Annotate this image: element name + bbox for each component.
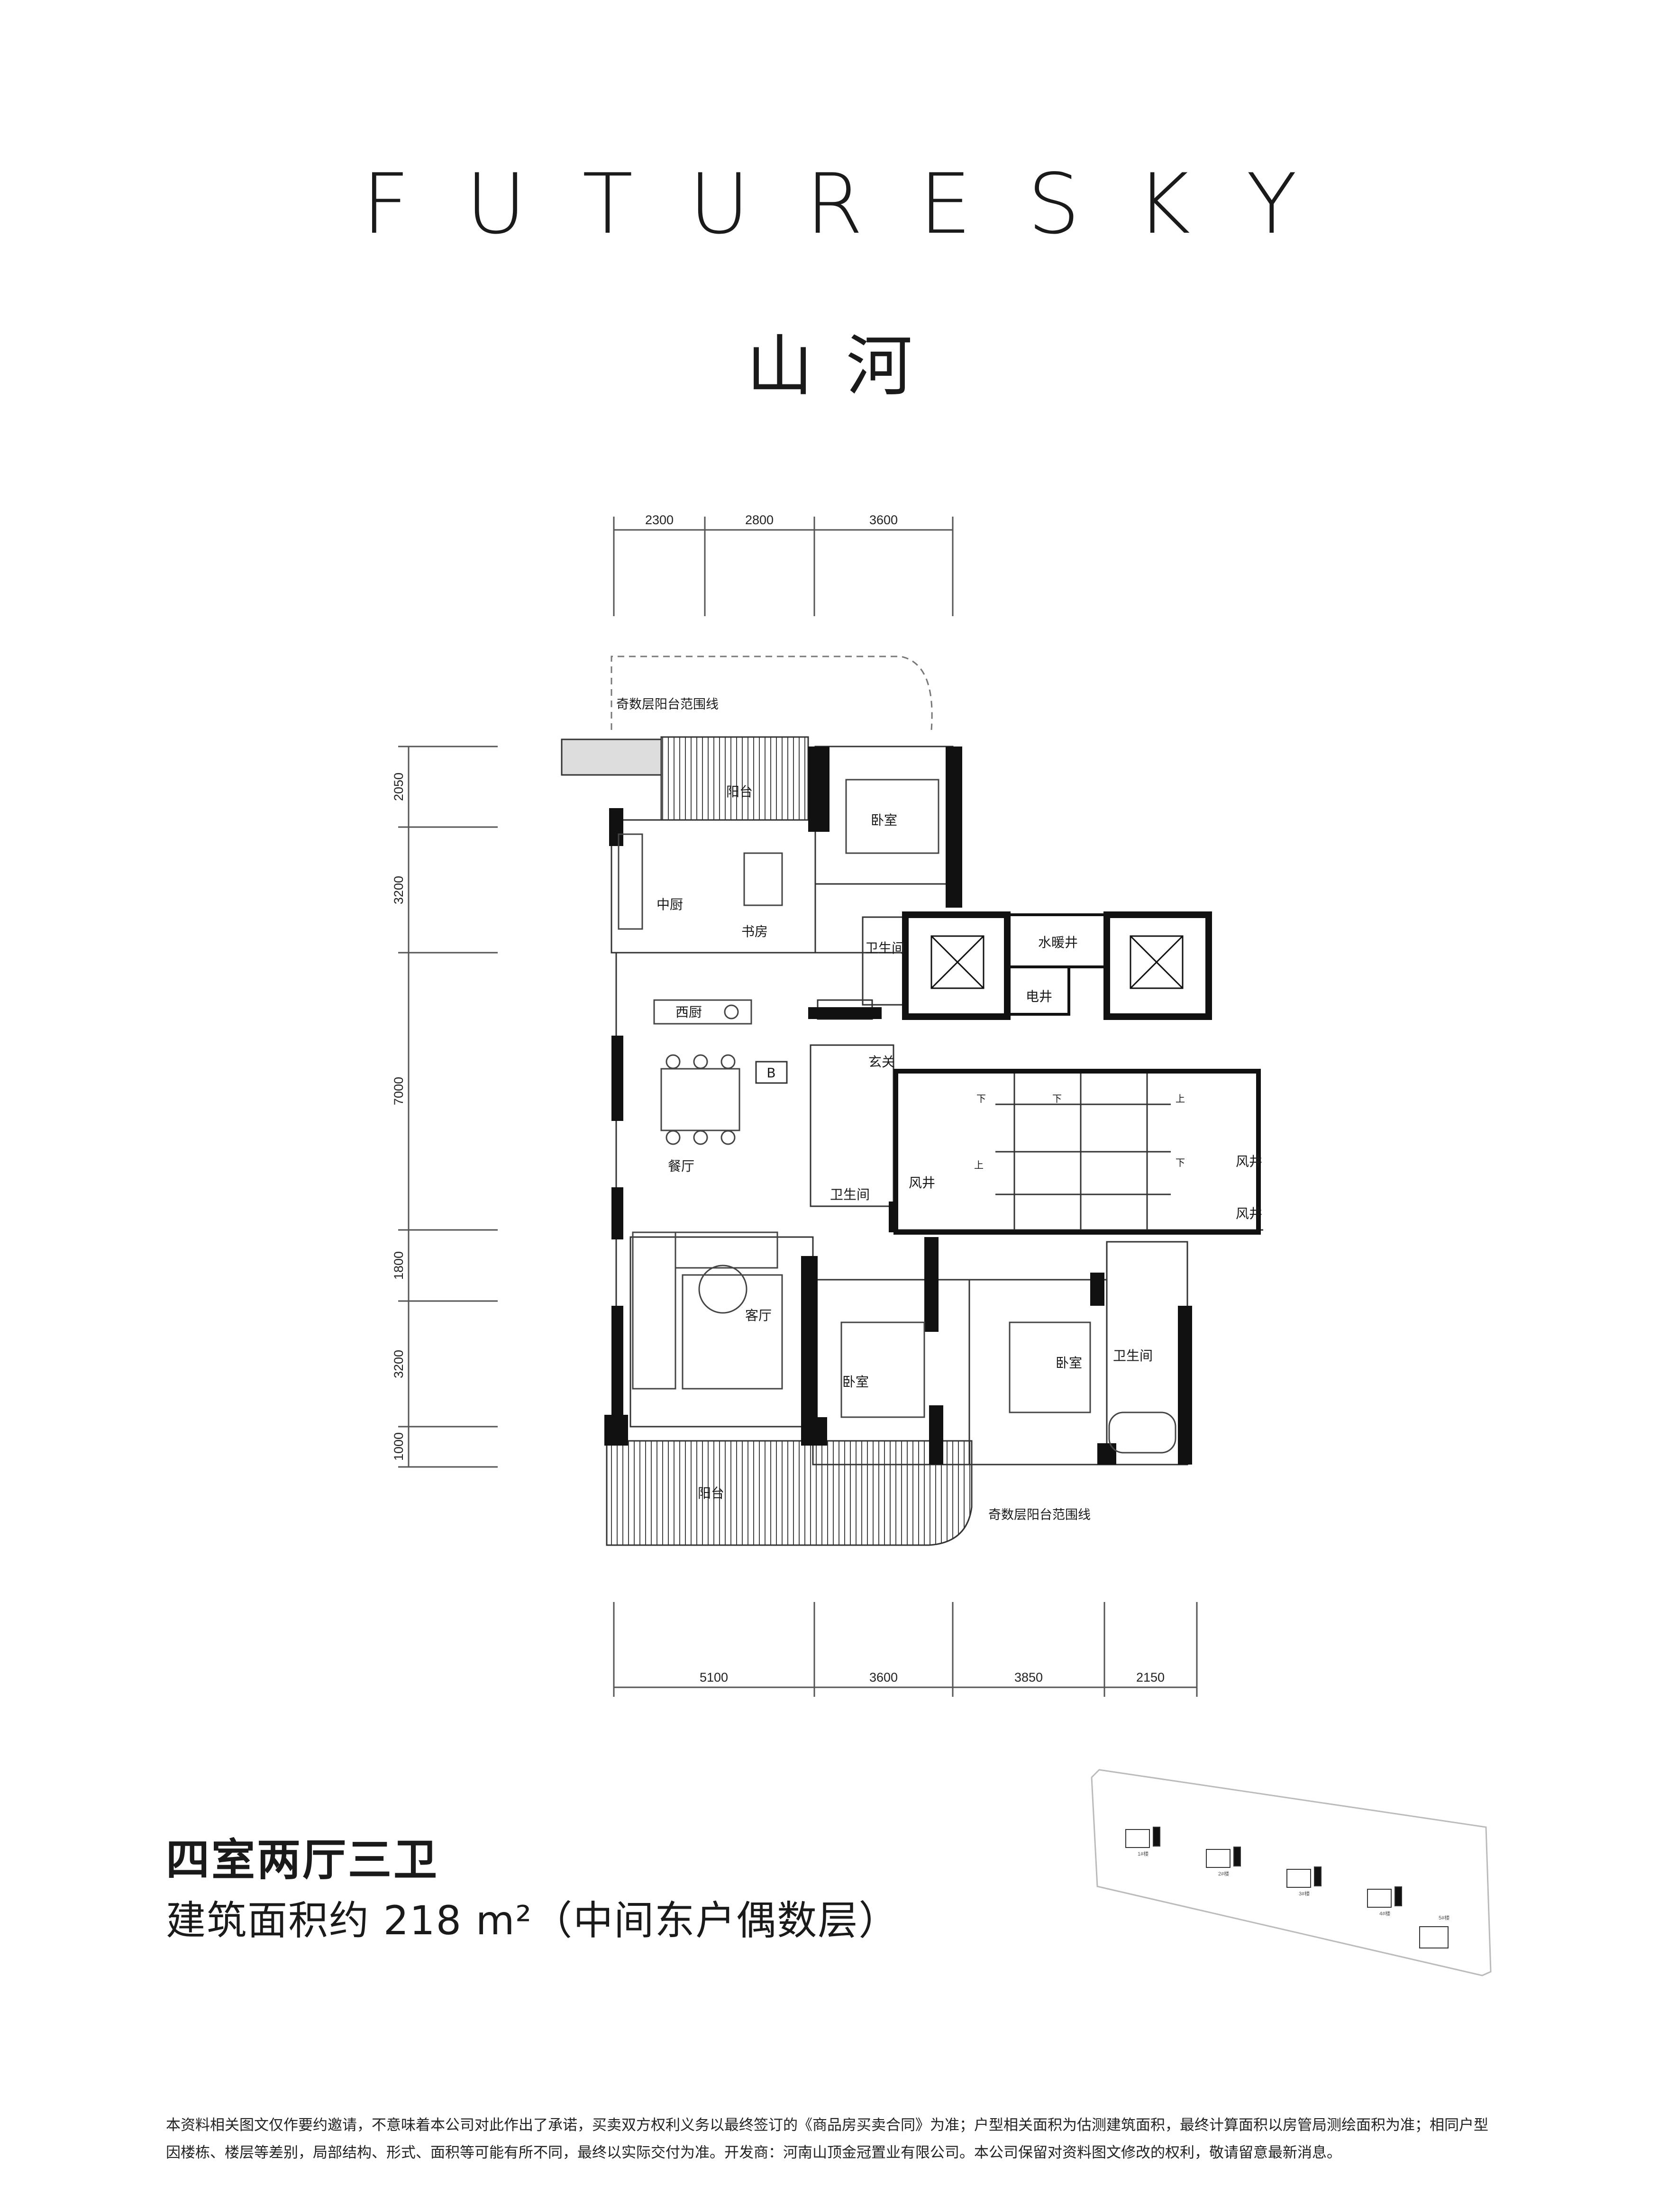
dim-left-1: 2050: [392, 773, 406, 801]
north-balcony: [660, 736, 809, 821]
room-foyer: 玄关: [868, 1054, 895, 1070]
room-living: 客厅: [745, 1308, 772, 1323]
room-balcony-south: 阳台: [698, 1485, 724, 1501]
unit-area: 建筑面积约 218 m²（中间东户偶数层）: [166, 1897, 900, 1944]
room-western-kitchen: 西厨: [675, 1004, 702, 1020]
room-bath-master: 卫生间: [1113, 1348, 1153, 1364]
unit-type: 四室两厅三卫: [166, 1835, 439, 1885]
balcony-range-label-top: 奇数层阳台范围线: [616, 697, 719, 712]
key-plan-label-1: 1#楼: [1138, 1850, 1149, 1857]
key-plan-buildings: [1125, 1827, 1449, 1948]
thin-walls: [611, 746, 1263, 1466]
dim-top-1: 2300: [645, 513, 674, 527]
room-balcony-north: 阳台: [726, 784, 753, 800]
dim-top-3: 3600: [869, 513, 898, 527]
key-plan-label-5: 5#楼: [1439, 1914, 1449, 1921]
room-bath-mid: 卫生间: [830, 1187, 870, 1202]
key-plan-label-2: 2#楼: [1218, 1870, 1229, 1877]
furniture: [618, 779, 1176, 1454]
room-bedroom-nw: 卧室: [871, 812, 897, 828]
stair-up-2: 上: [1176, 1093, 1185, 1104]
room-chinese-kitchen: 中厨: [656, 897, 683, 912]
dim-left-4: 1800: [392, 1251, 406, 1280]
south-balcony: [606, 1440, 973, 1546]
brand-title: FUTURESKY: [362, 156, 1353, 253]
room-bedroom-south: 卧室: [842, 1374, 869, 1390]
stair: [893, 1069, 1261, 1235]
stair-down-2: 下: [1052, 1093, 1062, 1104]
room-vent-east-1: 风井: [1236, 1154, 1262, 1169]
room-b-marker: B: [766, 1065, 775, 1081]
dim-bottom-1: 5100: [700, 1670, 728, 1684]
dim-bottom-2: 3600: [869, 1670, 898, 1684]
disclaimer: 本资料相关图文仅作要约邀请，不意味着本公司对此作出了承诺，买卖双方权利义务以最终…: [166, 2117, 1488, 2161]
stair-down-1: 下: [976, 1093, 986, 1104]
key-plan-labels: 1#楼 2#楼 3#楼 4#楼 5#楼: [1138, 1850, 1449, 1921]
key-plan-label-4: 4#楼: [1379, 1910, 1390, 1917]
dimension-lines: [398, 517, 1198, 1697]
structural-walls: [604, 746, 1192, 1465]
balcony-range-lines: [611, 655, 933, 730]
stair-up-1: 上: [974, 1159, 984, 1171]
dim-left-6: 1000: [392, 1432, 406, 1461]
room-elec-shaft: 电井: [1026, 989, 1052, 1004]
room-vent-mid: 风井: [909, 1175, 935, 1191]
dimension-labels: 2300 2800 3600 5100 3600 3850 2150 2050 …: [392, 513, 1165, 1684]
project-name: 山河: [746, 328, 946, 405]
dim-left-2: 3200: [392, 876, 406, 904]
dim-bottom-4: 2150: [1136, 1670, 1165, 1684]
b-marker-box: [755, 1061, 788, 1084]
key-plan: 1#楼 2#楼 3#楼 4#楼 5#楼: [1091, 1769, 1492, 1976]
room-vent-east-2: 风井: [1236, 1206, 1262, 1221]
key-plan-label-3: 3#楼: [1299, 1890, 1310, 1897]
elevator-core: [902, 911, 1212, 1020]
balcony-range-label-bottom: 奇数层阳台范围线: [988, 1508, 1091, 1522]
room-labels: 阳台 卧室 中厨 书房 卫生间 水暖井 电井 西厨 玄关 B 餐厅 卫生间 风井…: [656, 784, 1262, 1501]
dim-left-3: 7000: [392, 1077, 406, 1105]
room-master-bedroom: 卧室: [1056, 1355, 1082, 1371]
room-dining: 餐厅: [668, 1158, 694, 1174]
dim-bottom-3: 3850: [1014, 1670, 1043, 1684]
dim-top-2: 2800: [745, 513, 774, 527]
dim-left-5: 3200: [392, 1350, 406, 1378]
room-water-shaft: 水暖井: [1038, 935, 1078, 950]
key-plan-site-outline: [1091, 1769, 1492, 1976]
room-study: 书房: [741, 924, 768, 939]
room-bath-north: 卫生间: [865, 940, 905, 956]
north-balcony-planter: [561, 738, 662, 776]
stair-down-3: 下: [1176, 1157, 1185, 1168]
floor-plan: 2300 2800 3600 5100 3600 3850 2150 2050 …: [392, 513, 1263, 1697]
